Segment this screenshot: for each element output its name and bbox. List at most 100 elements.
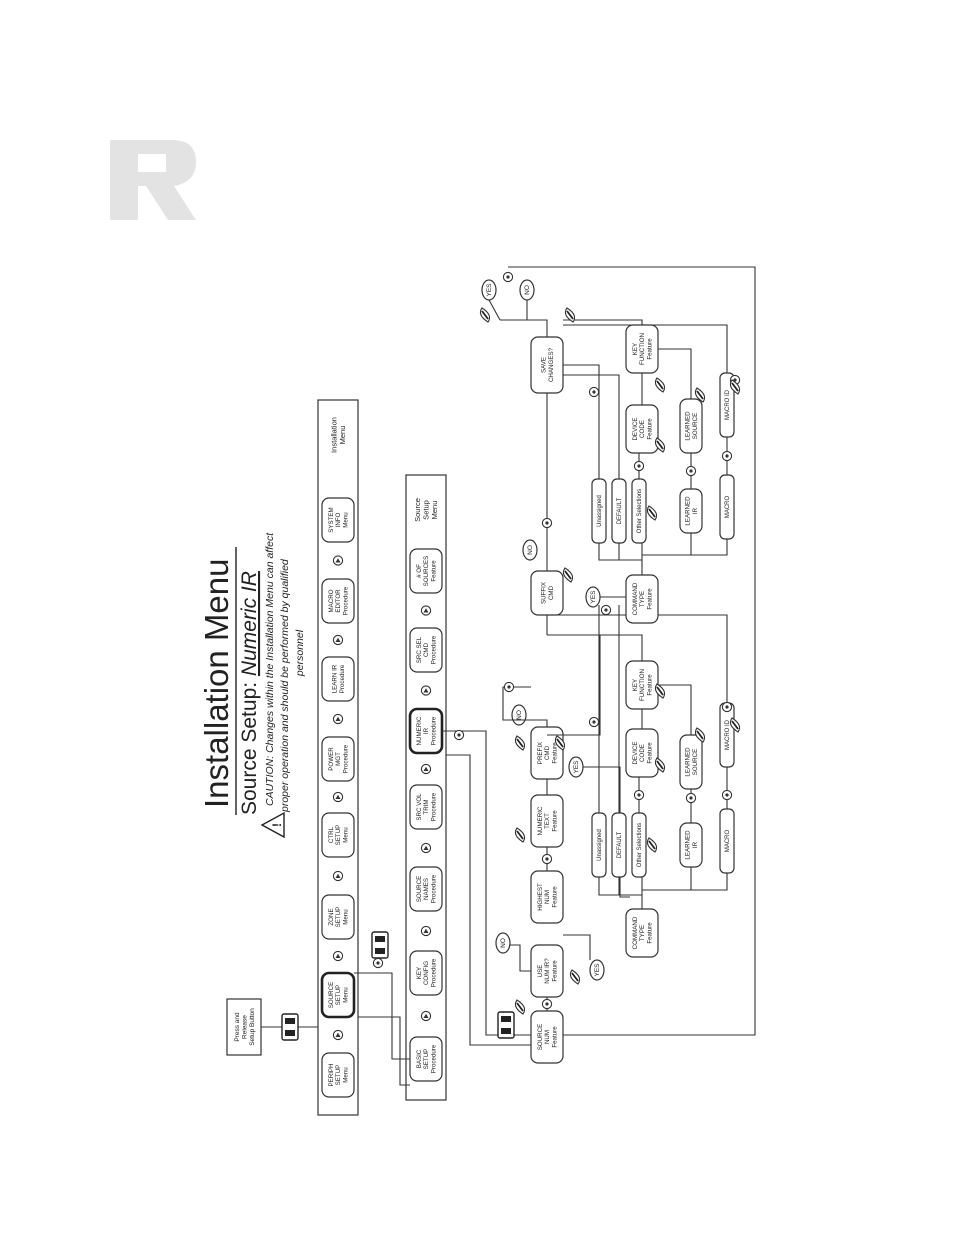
next-arrow-icon-5[interactable] (332, 713, 344, 725)
leaf-icon-save-no[interactable] (564, 307, 576, 323)
next-arrow-icon-src-5[interactable] (420, 685, 432, 696)
leaf-icon-device-a[interactable] (654, 757, 666, 773)
select-icon-prefix[interactable] (503, 681, 515, 693)
menu-item-learn-ir-frame (321, 656, 355, 702)
select-icon-use[interactable] (541, 998, 553, 1010)
select-icon-unassigned-b[interactable] (588, 386, 600, 398)
leaf-icon-use[interactable] (514, 999, 526, 1015)
leaf-icon-macroid-b[interactable] (729, 379, 741, 395)
leaf-icon-macroid-a[interactable] (729, 717, 741, 733)
key-function-a-line-3: Feature (646, 674, 653, 696)
source-item-src-sel-cmd-line-3: Procedure (430, 635, 437, 664)
no-tag-prefix: NO (511, 704, 527, 726)
save-branch-wire (500, 319, 548, 337)
next-arrow-icon-1[interactable] (332, 1029, 344, 1041)
select-icon-device-b[interactable] (633, 460, 645, 472)
learned-source-a-line-1: LEARNED (685, 747, 692, 777)
leaf-icon-learned-b[interactable] (694, 387, 706, 403)
leaf-icon-text[interactable] (514, 827, 526, 843)
learned-ir-b-line-2: IR (692, 507, 699, 514)
numeric-ir-secondary-wire (446, 754, 531, 1046)
select-icon-highest[interactable] (541, 853, 553, 865)
next-arrow-icon-4[interactable] (332, 791, 344, 803)
svg-text:NO: NO (500, 938, 507, 948)
select-icon-source[interactable] (372, 957, 384, 969)
next-arrow-icon-src-4[interactable] (420, 763, 432, 775)
menu-item-system-info-frame (321, 497, 355, 543)
select-icon-suffix[interactable] (541, 517, 553, 529)
leaf-icon-learned-a[interactable] (694, 727, 706, 743)
source-item-basic-setup-line-2: SETUP (423, 1049, 430, 1070)
source-item-key-config-line-3: Procedure (430, 958, 437, 987)
menu-item-macro-editor-line-3: Procedure (342, 586, 349, 615)
leaf-icon-key-a[interactable] (654, 683, 666, 699)
select-icon-learned-a[interactable] (685, 792, 697, 804)
setup-button-source[interactable] (371, 931, 389, 959)
next-arrow-icon-src-1[interactable] (420, 1010, 432, 1022)
menu-item-macro-editor-frame (321, 578, 355, 624)
key-function-a-line-1: KEY (632, 679, 639, 691)
installation-menu-panel (317, 399, 359, 1116)
leaf-icon-key-b[interactable] (654, 377, 666, 393)
leaf-icon-suffix[interactable] (562, 567, 574, 583)
leaf-icon-save-yes[interactable] (479, 307, 491, 323)
use-num-ir-feature-line-2: NUM IR? (544, 958, 551, 984)
select-icon-macro-b[interactable] (721, 450, 733, 462)
next-arrow-icon-3[interactable] (332, 870, 344, 882)
menu-item-zone-setup-line-2: SETUP (335, 907, 342, 928)
leaf-icon-other-a[interactable] (646, 837, 658, 853)
next-arrow-icon-2[interactable] (332, 950, 344, 962)
leaf-icon-use-yes[interactable] (569, 969, 581, 985)
leaf-icon-device-b[interactable] (654, 437, 666, 453)
next-arrow-icon-6[interactable] (332, 634, 344, 646)
setup-button-numeric[interactable] (497, 1011, 515, 1039)
command-type-a-line-3: Feature (646, 922, 653, 944)
menu-item-ctrl-setup-line-2: SETUP (335, 825, 342, 846)
select-icon-learned-b[interactable] (685, 465, 697, 477)
svg-text:!: ! (270, 823, 284, 827)
learned-source-to-key-b-wire (658, 348, 692, 399)
select-icon-numeric[interactable] (453, 729, 465, 741)
leaf-icon-prefix[interactable] (514, 735, 526, 751)
next-arrow-icon-src-2[interactable] (420, 925, 432, 937)
other-selections-a-line-1: Other Selections (637, 823, 643, 867)
next-arrow-icon-src-3[interactable] (420, 842, 432, 854)
select-icon-device-a[interactable] (633, 789, 645, 801)
other-selections-a: Other Selections (631, 812, 647, 878)
key-function-a-line-2: FUNCTION (639, 669, 646, 701)
next-arrow-icon-src-6[interactable] (420, 605, 432, 616)
learned-ir-a-line-2: IR (692, 841, 699, 848)
next-arrow-icon-7[interactable] (332, 555, 344, 566)
select-icon-suffix-yes[interactable] (600, 604, 612, 616)
leaf-icon-prefix-2[interactable] (554, 735, 566, 751)
default-a-line-1: DEFAULT (617, 831, 623, 858)
setup-button-press[interactable] (281, 1013, 299, 1041)
select-icon-unassigned-a[interactable] (588, 716, 600, 728)
source-item-src-vol-trim-line-1: SRC VOL (416, 793, 423, 821)
select-icon-save[interactable] (502, 271, 514, 283)
highest-num-feature-line-3: Feature (551, 886, 558, 908)
leaf-icon-other-b[interactable] (646, 505, 658, 521)
caution-line-2: proper operation and should be performed… (279, 558, 291, 813)
source-num-feature-line-1: SOURCE (537, 1024, 544, 1050)
select-icon-macro-a[interactable] (721, 789, 733, 801)
select-icon-macroid-a[interactable] (721, 701, 733, 713)
